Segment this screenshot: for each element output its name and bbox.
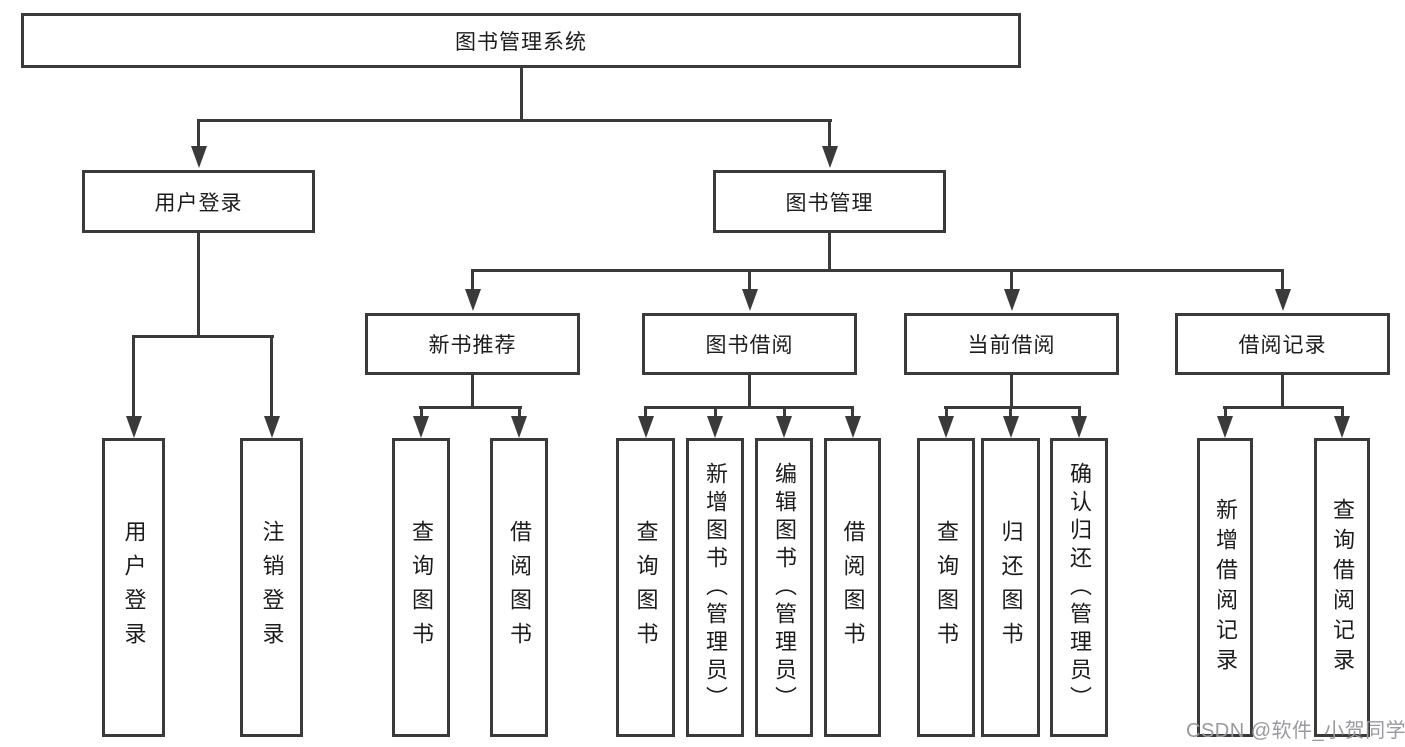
node-root-system: 图书管理系统 [21,13,1021,68]
connector-line [944,406,1081,409]
connector-line [471,375,474,408]
arrow-down-icon [264,416,280,438]
node-book-management: 图书管理 [713,170,946,233]
leaf-confirm-return-admin: 确认归还（管理员） [1050,438,1108,737]
arrow-down-icon [938,416,954,438]
arrow-down-icon [191,146,207,168]
leaf-query-book: 查询图书 [392,438,450,737]
connector-line [132,335,135,418]
connector-line [1078,406,1081,418]
connector-line [1341,406,1344,418]
node-user-login: 用户登录 [82,170,315,233]
connector-line [1224,406,1227,418]
arrow-down-icon [776,416,792,438]
node-current-borrowing: 当前借阅 [904,313,1119,375]
arrow-down-icon [126,416,142,438]
connector-line [420,406,423,418]
node-borrow-records: 借阅记录 [1175,313,1390,375]
leaf-add-borrow-record: 新增借阅记录 [1197,438,1253,737]
connector-line [1010,269,1013,292]
connector-line [748,269,751,292]
arrow-down-icon [822,146,838,168]
node-book-borrowing: 图书借阅 [642,313,857,375]
connector-line [644,406,647,418]
arrow-down-icon [742,289,758,311]
arrow-down-icon [1275,289,1291,311]
connector-line [1010,375,1013,408]
connector-line [1281,269,1284,292]
arrow-down-icon [1003,416,1019,438]
arrow-down-icon [638,416,654,438]
leaf-borrow-book: 借阅图书 [490,438,548,737]
leaf-logout: 注销登录 [240,438,303,737]
connector-line [748,375,751,408]
connector-line [197,119,200,148]
leaf-query-book: 查询图书 [917,438,975,737]
connector-line [644,406,854,409]
arrow-down-icon [465,289,481,311]
connector-line [828,119,831,148]
connector-line [197,233,200,337]
leaf-add-book-admin: 新增图书（管理员） [686,438,744,737]
connector-line [851,406,854,418]
arrow-down-icon [707,416,723,438]
arrow-down-icon [1217,416,1233,438]
connector-line [132,335,274,338]
leaf-borrow-book: 借阅图书 [824,438,881,737]
arrow-down-icon [511,416,527,438]
leaf-query-borrow-record: 查询借阅记录 [1314,438,1370,737]
connector-line [518,406,521,418]
connector-line [714,406,717,418]
connector-line [198,119,832,122]
connector-line [520,68,523,120]
connector-line [471,269,474,292]
connector-line [945,406,948,418]
connector-line [783,406,786,418]
node-new-book-recommend: 新书推荐 [365,313,580,375]
csdn-watermark: CSDN @软件_小贺同学 [1186,720,1405,742]
connector-line [828,233,831,272]
connector-line [1281,375,1284,408]
leaf-return-book: 归还图书 [981,438,1040,737]
arrow-down-icon [1334,416,1350,438]
connector-line [1009,406,1012,418]
connector-line [1223,406,1344,409]
arrow-down-icon [845,416,861,438]
connector-line [270,335,273,418]
arrow-down-icon [1004,289,1020,311]
arrow-down-icon [1071,416,1087,438]
connector-line [471,269,1284,272]
leaf-edit-book-admin: 编辑图书（管理员） [755,438,813,737]
leaf-query-book: 查询图书 [616,438,675,737]
leaf-user-login: 用户登录 [102,438,165,737]
arrow-down-icon [413,416,429,438]
connector-line [419,406,522,409]
